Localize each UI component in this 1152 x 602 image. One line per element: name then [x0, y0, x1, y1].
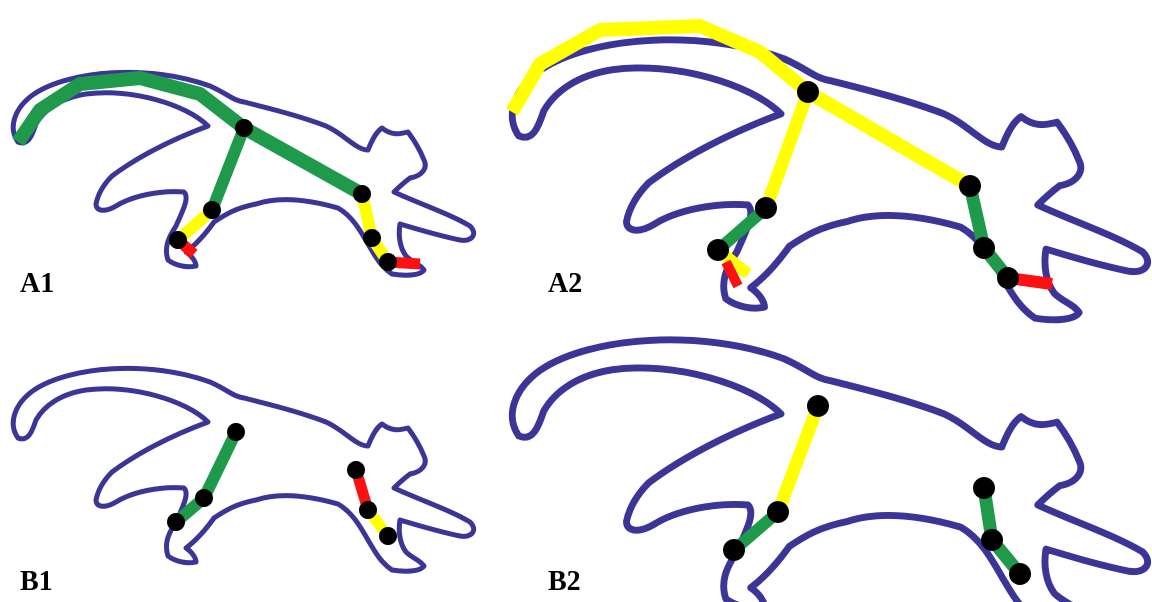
panel-label-a1: A1	[20, 268, 54, 299]
panel-a1: A1	[13, 72, 473, 299]
joint-knee	[195, 489, 213, 507]
joint-elbow	[363, 229, 381, 247]
joint-elbow	[359, 501, 377, 519]
panel-label-b2: B2	[548, 566, 581, 597]
joint-ankle	[723, 539, 745, 561]
cat-outline	[13, 368, 473, 571]
joint-ankle	[169, 231, 187, 249]
joint-knee	[767, 501, 789, 523]
joint-shoulder	[959, 175, 981, 197]
joint-hip	[235, 119, 253, 137]
hind-upper-segment	[204, 432, 236, 498]
joint-knee	[203, 201, 221, 219]
joint-hip	[227, 423, 245, 441]
cat-outline	[512, 40, 1147, 320]
joint-elbow	[981, 529, 1003, 551]
cat-outline	[13, 72, 473, 275]
joint-hip	[797, 81, 819, 103]
joint-elbow	[973, 237, 995, 259]
hind-upper-segment	[212, 128, 244, 210]
joint-wrist	[997, 267, 1019, 289]
joint-wrist	[1009, 563, 1031, 585]
fore-leg-segment	[362, 194, 388, 262]
joint-hip	[807, 395, 829, 417]
joint-knee	[755, 197, 777, 219]
cat-outline	[512, 340, 1147, 602]
skeleton-b2	[723, 395, 1031, 585]
joint-shoulder	[353, 185, 371, 203]
fore-leg-segment	[970, 186, 1008, 278]
panel-a2: A2	[512, 26, 1148, 320]
joint-wrist	[379, 527, 397, 545]
joint-shoulder	[347, 461, 365, 479]
back-segment	[808, 92, 970, 186]
panel-label-a2: A2	[548, 268, 582, 299]
joint-ankle	[707, 239, 729, 261]
panel-b1: B1	[13, 368, 473, 597]
hind-upper-segment	[778, 406, 818, 512]
panel-b2: B2	[512, 340, 1147, 602]
panel-label-b1: B1	[20, 566, 53, 597]
skeleton-a2	[512, 26, 1052, 289]
skeleton-a1	[18, 78, 420, 271]
joint-wrist	[379, 253, 397, 271]
joint-ankle	[167, 513, 185, 531]
joint-shoulder	[973, 477, 995, 499]
